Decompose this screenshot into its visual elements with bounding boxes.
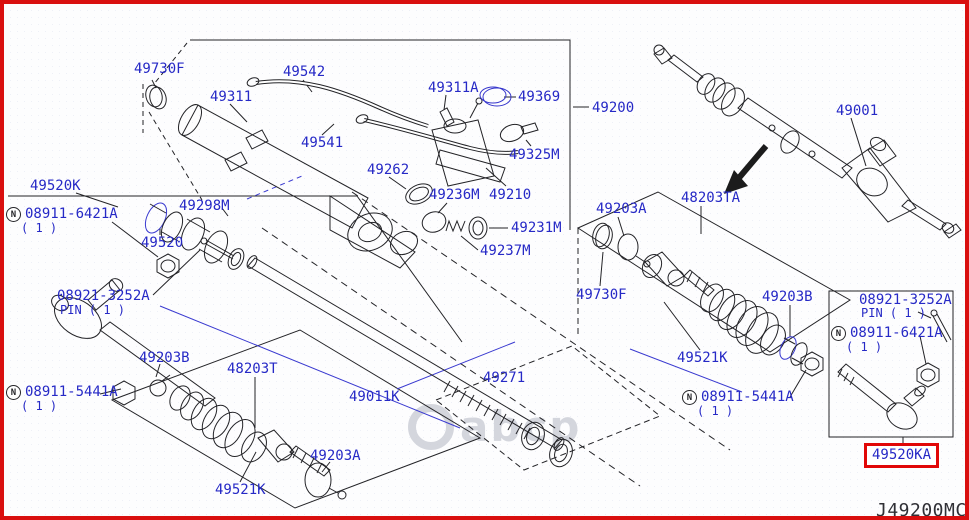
part-label-08921-3252a-box[interactable]: 08921-3252A <box>859 292 952 308</box>
part-label-49210[interactable]: 49210 <box>489 187 532 203</box>
part-label-49001[interactable]: 49001 <box>836 103 879 119</box>
part-label-49011k[interactable]: 49011K <box>349 389 400 405</box>
part-label-49541[interactable]: 49541 <box>301 135 344 151</box>
part-label-49298m[interactable]: 49298M <box>179 198 230 214</box>
steering-gear-drawing <box>51 44 962 500</box>
part-label-08911-6421a-left[interactable]: N 08911-6421A <box>6 206 118 222</box>
blue-leader-lines <box>159 175 743 429</box>
part-label-49521k-bottom[interactable]: 49521K <box>215 482 266 498</box>
part-label-08911-5441a-left[interactable]: N 08911-5441A <box>6 384 118 400</box>
part-label-49542[interactable]: 49542 <box>283 64 326 80</box>
part-label-49520k[interactable]: 49520K <box>30 178 81 194</box>
part-label-49311[interactable]: 49311 <box>210 89 253 105</box>
part-label-49730f-right[interactable]: 49730F <box>576 287 627 303</box>
part-number: 08911-6421A <box>25 206 118 222</box>
part-label-08911-6421a-box[interactable]: N 08911-6421A <box>831 325 943 341</box>
part-label-08911-5441a-right[interactable]: N 08911-5441A <box>682 389 794 405</box>
part-label-08921-3252a-left-pin: PIN ( 1 ) <box>60 303 126 317</box>
part-label-49237m[interactable]: 49237M <box>480 243 531 259</box>
part-label-49203a-right[interactable]: 49203A <box>596 201 647 217</box>
part-label-49369[interactable]: 49369 <box>518 89 561 105</box>
part-label-49520ka-highlighted[interactable]: 49520KA <box>864 443 940 468</box>
part-label-48203t[interactable]: 48203T <box>227 361 278 377</box>
part-label-49521k-right[interactable]: 49521K <box>677 350 728 366</box>
part-label-49203b-left[interactable]: 49203B <box>139 350 190 366</box>
part-number: 08911-6421A <box>850 325 943 341</box>
part-label-49730f-top[interactable]: 49730F <box>134 61 185 77</box>
qty-08911-5441a-left: ( 1 ) <box>21 399 58 413</box>
part-label-08921-3252a-box-pin: PIN ( 1 ) <box>861 306 927 320</box>
circled-n-icon: N <box>6 207 21 222</box>
part-label-49271[interactable]: 49271 <box>483 370 526 386</box>
part-label-49231m[interactable]: 49231M <box>511 220 562 236</box>
part-number: 08911-5441A <box>701 389 794 405</box>
watermark-ring-icon <box>408 404 454 450</box>
part-number: 08911-5441A <box>25 384 118 400</box>
diagram-code: J49200MC <box>876 500 967 520</box>
part-label-49203b-right[interactable]: 49203B <box>762 289 813 305</box>
part-label-49311a[interactable]: 49311A <box>428 80 479 96</box>
circled-n-icon: N <box>6 385 21 400</box>
circled-n-icon: N <box>682 390 697 405</box>
part-label-49203a-bottom[interactable]: 49203A <box>310 448 361 464</box>
part-label-49236m[interactable]: 49236M <box>429 187 480 203</box>
part-label-08921-3252a-left[interactable]: 08921-3252A <box>57 288 150 304</box>
circled-n-icon: N <box>831 326 846 341</box>
boxes-and-leaders <box>8 39 954 509</box>
exploded-view-arrow-icon <box>724 144 769 194</box>
qty-08911-5441a-right: ( 1 ) <box>697 404 734 418</box>
qty-08911-6421a-box: ( 1 ) <box>846 340 883 354</box>
part-label-49325m[interactable]: 49325M <box>509 147 560 163</box>
part-label-49200[interactable]: 49200 <box>592 100 635 116</box>
part-label-48203ta[interactable]: 48203TA <box>681 190 741 206</box>
part-label-49262[interactable]: 49262 <box>367 162 410 178</box>
qty-08911-6421a-left: ( 1 ) <box>21 221 58 235</box>
part-label-49520[interactable]: 49520 <box>141 235 184 251</box>
